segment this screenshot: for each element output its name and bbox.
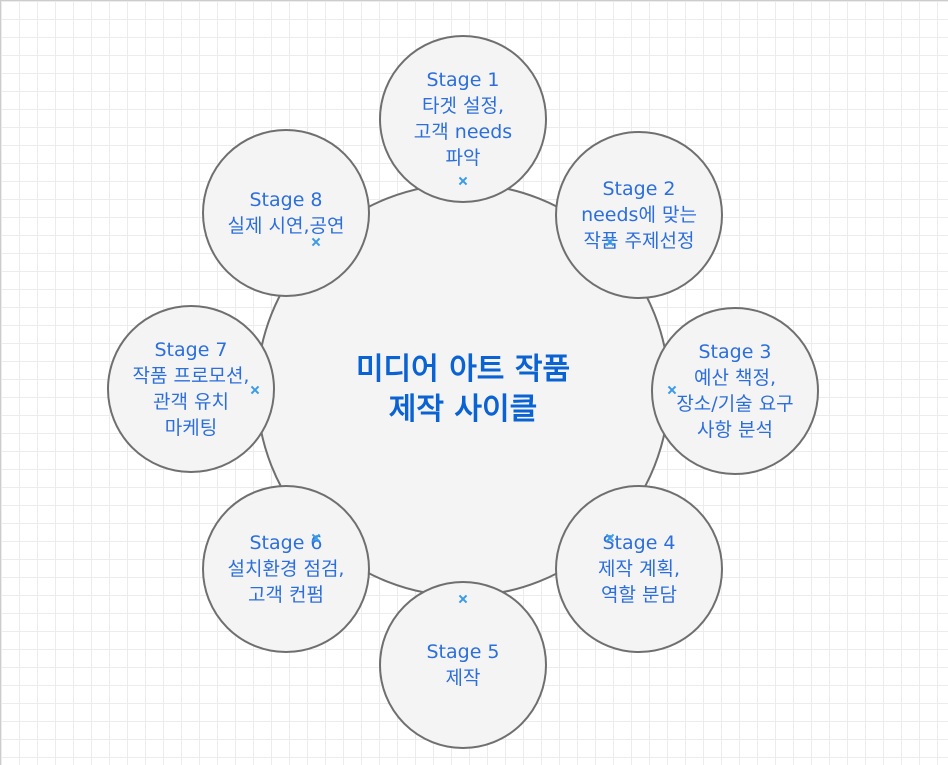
connection-point-icon[interactable] bbox=[606, 238, 614, 246]
connection-point-icon[interactable] bbox=[606, 534, 614, 542]
stage-6-circle[interactable]: Stage 6 설치환경 점검, 고객 컨펌 bbox=[202, 485, 370, 653]
stage-label: Stage 2 bbox=[602, 178, 676, 200]
stage-8-circle[interactable]: Stage 8 실제 시연,공연 bbox=[202, 129, 370, 297]
cycle-title: 미디어 아트 작품 제작 사이클 bbox=[355, 352, 571, 427]
stage-text: 설치환경 점검, 고객 컨펌 bbox=[227, 558, 345, 606]
stage-text: 작품 프로모션, 관객 유치 마케팅 bbox=[132, 365, 250, 439]
stage-text: 실제 시연,공연 bbox=[227, 215, 345, 237]
stage-3-circle[interactable]: Stage 3 예산 책정, 장소/기술 요구 사항 분석 bbox=[651, 307, 819, 475]
stage-5-circle[interactable]: Stage 5 제작 bbox=[379, 581, 547, 749]
connection-point-icon[interactable] bbox=[251, 386, 259, 394]
stage-7-circle[interactable]: Stage 7 작품 프로모션, 관객 유치 마케팅 bbox=[107, 305, 275, 473]
stage-label: Stage 5 bbox=[426, 641, 500, 663]
stage-text: 타겟 설정, 고객 needs 파악 bbox=[413, 95, 513, 169]
stage-label: Stage 1 bbox=[426, 69, 500, 91]
stage-label: Stage 3 bbox=[698, 341, 772, 363]
stage-label: Stage 7 bbox=[154, 339, 228, 361]
connection-point-icon[interactable] bbox=[668, 386, 676, 394]
connection-point-icon[interactable] bbox=[459, 177, 467, 185]
connection-point-icon[interactable] bbox=[312, 238, 320, 246]
connection-point-icon[interactable] bbox=[459, 595, 467, 603]
connection-point-icon[interactable] bbox=[312, 534, 320, 542]
stage-text: needs에 맞는 작품 주제선정 bbox=[581, 204, 697, 252]
stage-text: 예산 책정, 장소/기술 요구 사항 분석 bbox=[676, 367, 794, 441]
stage-1-circle[interactable]: Stage 1 타겟 설정, 고객 needs 파악 bbox=[379, 35, 547, 203]
stage-label: Stage 8 bbox=[249, 189, 323, 211]
stage-label: Stage 4 bbox=[602, 532, 676, 554]
stage-2-circle[interactable]: Stage 2 needs에 맞는 작품 주제선정 bbox=[555, 131, 723, 299]
stage-text: 제작 bbox=[445, 667, 481, 689]
stage-text: 제작 계획, 역할 분담 bbox=[598, 558, 680, 606]
stage-4-circle[interactable]: Stage 4 제작 계획, 역할 분담 bbox=[555, 485, 723, 653]
